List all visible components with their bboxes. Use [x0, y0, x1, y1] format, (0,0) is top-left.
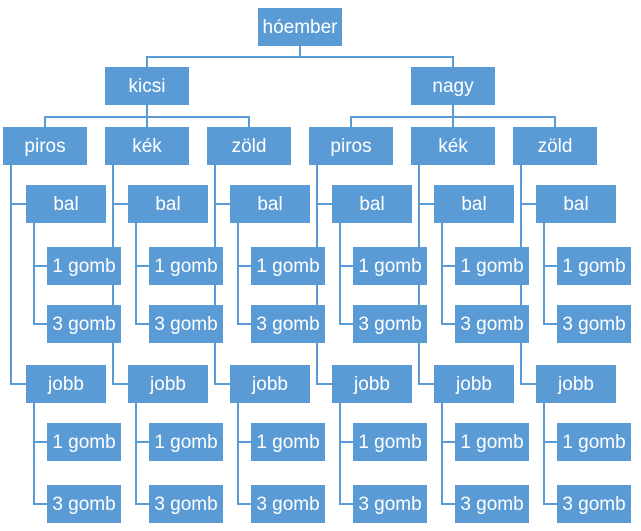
node-nagy-piros[interactable]: piros — [309, 127, 393, 165]
node-root-hoember[interactable]: hóember — [258, 8, 342, 46]
node-nagy-zold[interactable]: zöld — [513, 127, 597, 165]
node-kicsi-kek[interactable]: kék — [105, 127, 189, 165]
node-kicsi-kek-jobb-3gomb[interactable]: 3 gomb — [149, 485, 223, 523]
node-nagy-zold-bal-1gomb[interactable]: 1 gomb — [557, 247, 631, 285]
node-nagy-zold-bal[interactable]: bal — [536, 185, 616, 223]
node-nagy-kek[interactable]: kék — [411, 127, 495, 165]
node-kicsi-kek-bal-1gomb[interactable]: 1 gomb — [149, 247, 223, 285]
node-kicsi-kek-bal-3gomb[interactable]: 3 gomb — [149, 305, 223, 343]
node-nagy-zold-jobb-3gomb[interactable]: 3 gomb — [557, 485, 631, 523]
connector-kicsi-to-colors — [44, 105, 250, 127]
connector-column-nagy-piros — [316, 165, 353, 505]
node-nagy-kek-jobb-3gomb[interactable]: 3 gomb — [455, 485, 529, 523]
node-kicsi-piros-bal-3gomb[interactable]: 3 gomb — [47, 305, 121, 343]
node-kicsi-piros-jobb-3gomb[interactable]: 3 gomb — [47, 485, 121, 523]
connector-root-to-branches — [146, 46, 454, 67]
connector-nagy-to-colors — [350, 105, 556, 127]
node-nagy-piros-jobb-3gomb[interactable]: 3 gomb — [353, 485, 427, 523]
node-kicsi-piros-jobb[interactable]: jobb — [26, 365, 106, 403]
node-nagy-kek-bal-1gomb[interactable]: 1 gomb — [455, 247, 529, 285]
node-kicsi-kek-bal[interactable]: bal — [128, 185, 208, 223]
node-nagy-kek-bal[interactable]: bal — [434, 185, 514, 223]
node-kicsi-piros[interactable]: piros — [3, 127, 87, 165]
node-nagy-zold-jobb-1gomb[interactable]: 1 gomb — [557, 423, 631, 461]
node-kicsi-piros-bal-1gomb[interactable]: 1 gomb — [47, 247, 121, 285]
node-kicsi-zold-jobb-1gomb[interactable]: 1 gomb — [251, 423, 325, 461]
node-nagy-kek-bal-3gomb[interactable]: 3 gomb — [455, 305, 529, 343]
node-nagy-kek-jobb-1gomb[interactable]: 1 gomb — [455, 423, 529, 461]
node-nagy-zold-jobb[interactable]: jobb — [536, 365, 616, 403]
node-kicsi-piros-bal[interactable]: bal — [26, 185, 106, 223]
node-nagy-zold-bal-3gomb[interactable]: 3 gomb — [557, 305, 631, 343]
node-kicsi-kek-jobb-1gomb[interactable]: 1 gomb — [149, 423, 223, 461]
node-nagy-piros-jobb-1gomb[interactable]: 1 gomb — [353, 423, 427, 461]
node-kicsi-zold[interactable]: zöld — [207, 127, 291, 165]
connector-column-kicsi-zold — [214, 165, 251, 505]
node-kicsi-zold-bal-1gomb[interactable]: 1 gomb — [251, 247, 325, 285]
node-nagy-piros-bal[interactable]: bal — [332, 185, 412, 223]
node-kicsi-zold-bal-3gomb[interactable]: 3 gomb — [251, 305, 325, 343]
node-kicsi-zold-jobb[interactable]: jobb — [230, 365, 310, 403]
node-kicsi-piros-jobb-1gomb[interactable]: 1 gomb — [47, 423, 121, 461]
node-kicsi-zold-bal[interactable]: bal — [230, 185, 310, 223]
node-nagy-piros-jobb[interactable]: jobb — [332, 365, 412, 403]
node-branch-kicsi[interactable]: kicsi — [105, 67, 189, 105]
node-nagy-piros-bal-3gomb[interactable]: 3 gomb — [353, 305, 427, 343]
connector-column-nagy-zold — [520, 165, 557, 505]
node-kicsi-kek-jobb[interactable]: jobb — [128, 365, 208, 403]
node-nagy-piros-bal-1gomb[interactable]: 1 gomb — [353, 247, 427, 285]
node-nagy-kek-jobb[interactable]: jobb — [434, 365, 514, 403]
node-kicsi-zold-jobb-3gomb[interactable]: 3 gomb — [251, 485, 325, 523]
node-branch-nagy[interactable]: nagy — [411, 67, 495, 105]
connector-column-kicsi-kek — [112, 165, 149, 505]
connector-column-nagy-kek — [418, 165, 455, 505]
connector-column-kicsi-piros — [10, 165, 47, 505]
